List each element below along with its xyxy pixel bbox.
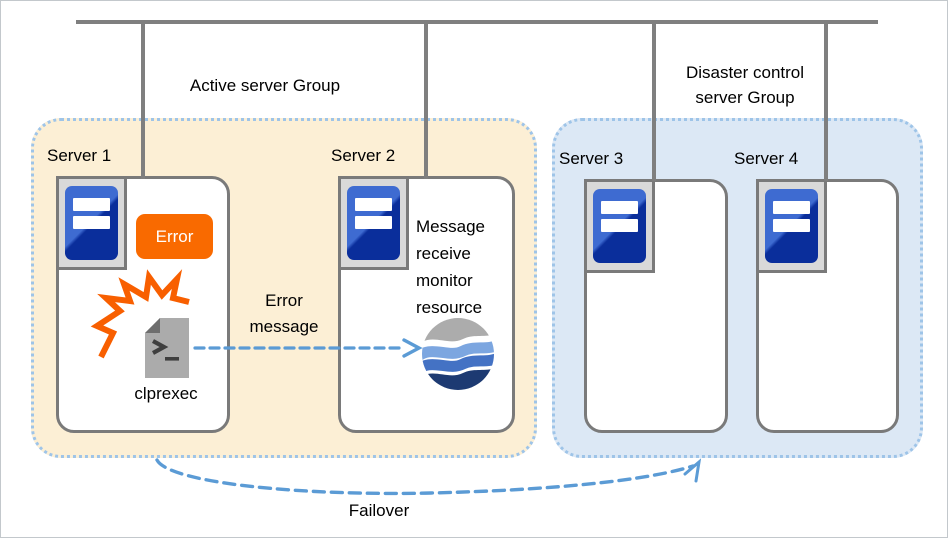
failover-label: Failover (348, 501, 410, 520)
server4-icon-plate (756, 179, 827, 273)
server-tower-icon (593, 189, 646, 263)
server-slot-bar (73, 216, 110, 229)
server-slot-bar (773, 201, 810, 214)
wave-globe-icon (422, 318, 494, 390)
server-slot-bar (73, 198, 110, 211)
server2-label: Server 2 (331, 146, 396, 165)
clprexec-label: clprexec (134, 384, 198, 403)
server1-icon-plate (56, 176, 127, 270)
error-message-label: Error message (249, 291, 319, 336)
server-tower-icon (65, 186, 118, 260)
error-status-badge: Error (136, 214, 213, 259)
server4-label: Server 4 (734, 149, 799, 168)
terminal-script-icon (145, 318, 189, 378)
server3-label: Server 3 (559, 149, 624, 168)
server-slot-bar (773, 219, 810, 232)
failover-arrow (155, 458, 702, 496)
server-slot-bar (355, 198, 392, 211)
server3-icon-plate (584, 179, 655, 273)
server-tower-icon (347, 186, 400, 260)
server-slot-bar (601, 219, 638, 232)
server1-label: Server 1 (47, 146, 112, 165)
monitor-resource-label: Message receive monitor resource (416, 217, 485, 317)
disaster-group-label-line1: Disaster control (685, 63, 805, 82)
server-slot-bar (601, 201, 638, 214)
disaster-group-label: Disaster control server Group (645, 60, 845, 110)
active-group-label: Active server Group (189, 76, 341, 95)
server-slot-bar (355, 216, 392, 229)
disaster-group-label-line2: server Group (695, 88, 795, 107)
server-tower-icon (765, 189, 818, 263)
server2-icon-plate (338, 176, 409, 270)
